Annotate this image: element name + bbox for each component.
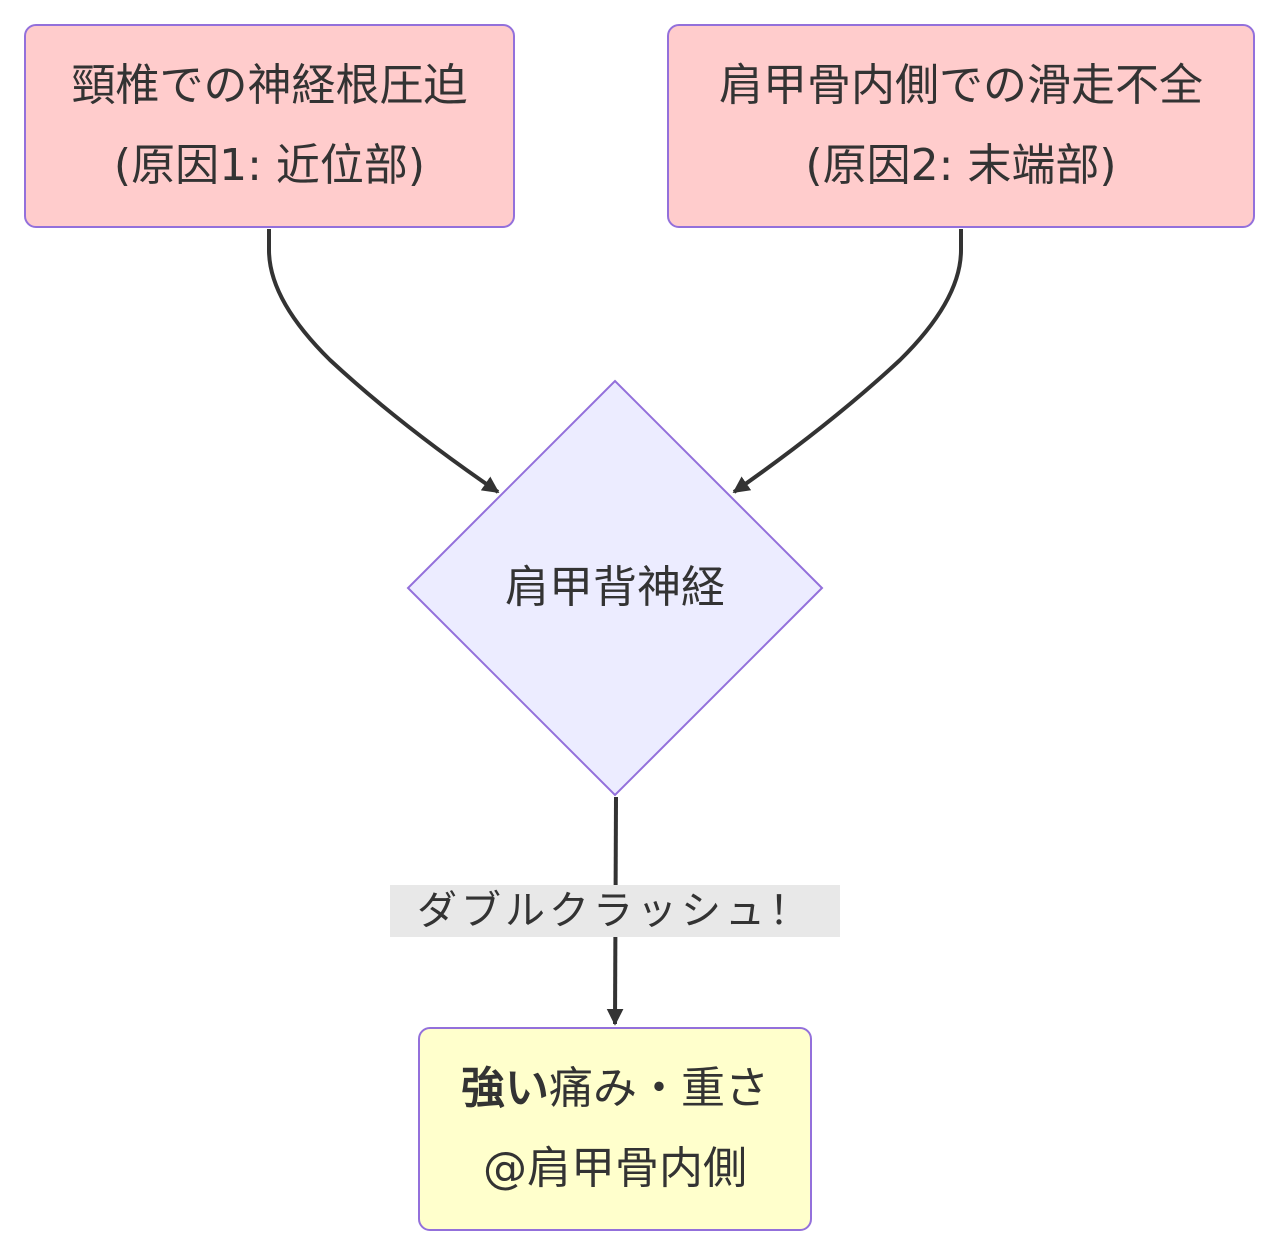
nerve-label: 肩甲背神経 [505,562,725,613]
effect-title-bold: 強い [461,1063,549,1114]
cause1-title: 頸椎での神経根圧迫 [71,60,468,111]
cause1-subtitle: (原因1: 近位部) [113,140,426,191]
edge-cause1-to-nerve [267,229,500,494]
edge-cause2-to-nerve [732,229,963,494]
cause2-title: 肩甲骨内側での滑走不全 [719,60,1203,111]
cause2-node: 肩甲骨内側での滑走不全 (原因2: 末端部) [667,24,1255,228]
cause2-subtitle: (原因2: 末端部) [805,140,1117,191]
decision-diamond [406,379,824,797]
effect-title: 強い痛み・重さ [461,1049,769,1129]
edge-label-double-crush: ダブルクラッシュ！ [390,885,840,937]
effect-node: 強い痛み・重さ @肩甲骨内側 [418,1027,812,1231]
cause1-node: 頸椎での神経根圧迫 (原因1: 近位部) [24,24,515,228]
effect-title-rest: 痛み・重さ [549,1063,769,1114]
effect-location: @肩甲骨内側 [483,1143,747,1194]
